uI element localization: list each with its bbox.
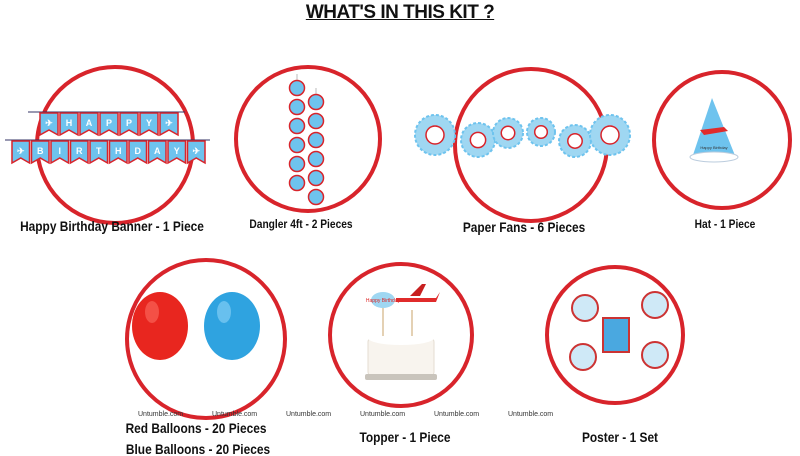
banner-flag [89, 140, 109, 165]
banner-flag [30, 140, 50, 165]
dangler-disc [288, 98, 306, 116]
banner-flag [108, 140, 128, 165]
hat-circle [652, 70, 792, 210]
dangler-label: Dangler 4ft - 2 Pieces [249, 217, 353, 231]
banner-letter: ✈ [45, 118, 53, 128]
banner-letter: ✈ [17, 146, 25, 156]
watermark: Untumble.com [434, 411, 480, 418]
banner-flag [139, 112, 159, 137]
fans-label: Paper Fans - 6 Pieces [462, 219, 586, 235]
banner-letter: P [126, 118, 132, 128]
banner-flag [59, 112, 79, 137]
dangler-disc [307, 93, 325, 111]
dangler-image [288, 74, 325, 206]
dangler-disc [288, 174, 306, 192]
banner-image: ✈ H A P P Y ✈ ✈ B I R T H D A Y ✈ [5, 111, 210, 165]
banner-letter: H [66, 118, 73, 128]
watermark: Untumble.com [286, 411, 332, 418]
banner-flag [50, 140, 70, 165]
banner-letter: I [58, 146, 61, 156]
poster-label: Poster - 1 Set [581, 429, 659, 445]
banner-letter: R [76, 146, 83, 156]
dangler-circle [234, 65, 382, 213]
hat-text: Happy Birthday [700, 145, 727, 150]
banner-flag [39, 112, 59, 137]
banner-flag [69, 140, 89, 165]
dangler-disc [307, 169, 325, 187]
dangler-disc [307, 188, 325, 206]
banner-letter: H [115, 146, 122, 156]
watermark: Untumble.com [508, 411, 554, 418]
banner-letter: ✈ [165, 118, 173, 128]
topper-circle [328, 262, 474, 408]
dangler-disc [307, 131, 325, 149]
balloons-image [132, 292, 260, 360]
banner-letter: A [86, 118, 93, 128]
watermark: Untumble.com [138, 411, 184, 418]
banner-flag [119, 112, 139, 137]
dangler-disc [288, 79, 306, 97]
banner-flag [11, 140, 31, 165]
hat-label: Hat - 1 Piece [694, 217, 756, 231]
banner-flag [159, 112, 179, 137]
banner-letter: B [37, 146, 44, 156]
page-title: WHAT'S IN THIS KIT ? [305, 2, 495, 23]
banner-letter: Y [146, 118, 152, 128]
red-balloons-label: Red Balloons - 20 Pieces [125, 420, 267, 436]
banner-letter: D [135, 146, 142, 156]
banner-label: Happy Birthday Banner - 1 Piece [20, 218, 204, 234]
banner-flag [186, 140, 206, 165]
dangler-disc [307, 150, 325, 168]
balloons-circle [125, 258, 287, 420]
watermark: Untumble.com [212, 411, 258, 418]
topper-cake-image: Happy Birthday [365, 284, 440, 380]
banner-letter: ✈ [192, 146, 200, 156]
banner-letter: T [96, 146, 102, 156]
banner-flag [147, 140, 167, 165]
blue-balloons-label: Blue Balloons - 20 Pieces [125, 441, 271, 456]
poster-image [569, 291, 669, 371]
watermark: Untumble.com [360, 411, 406, 418]
banner-flag [99, 112, 119, 137]
topper-text: Happy Birthday [366, 298, 401, 304]
banner-flag [79, 112, 99, 137]
dangler-disc [307, 112, 325, 130]
banner-letter: P [106, 118, 112, 128]
dangler-disc [288, 136, 306, 154]
dangler-disc [288, 117, 306, 135]
banner-letter: A [154, 146, 161, 156]
paper-fans-image [414, 114, 631, 158]
banner-flag [128, 140, 148, 165]
dangler-disc [288, 155, 306, 173]
hat-image: Happy Birthday [689, 98, 739, 163]
banner-flag [167, 140, 187, 165]
banner-letter: Y [174, 146, 180, 156]
topper-label: Topper - 1 Piece [359, 429, 451, 445]
poster-circle [545, 265, 685, 405]
